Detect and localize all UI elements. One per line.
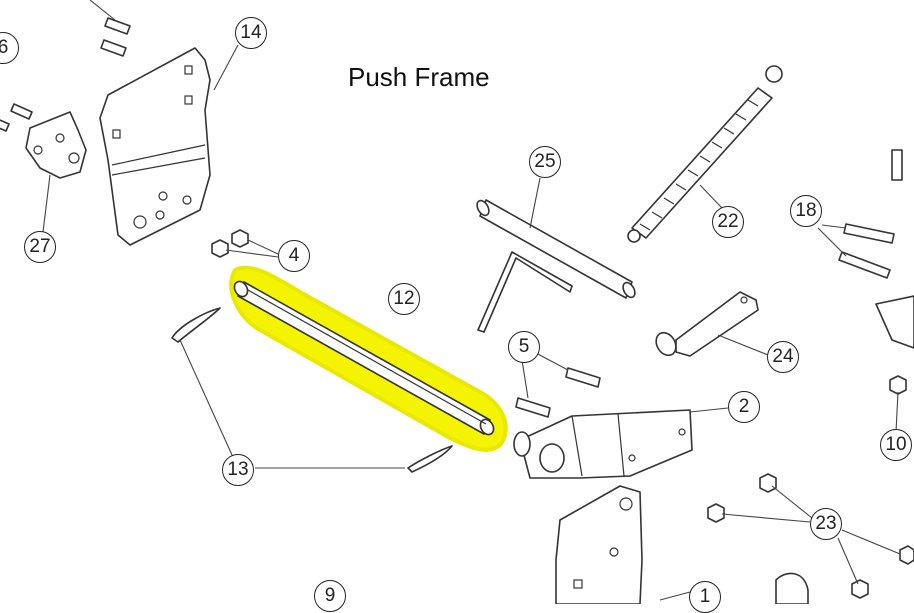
part-13-pins [171,307,453,473]
callout-22: 22 [712,206,744,238]
callout-23: 23 [810,508,842,540]
callout-24: 24 [767,341,799,373]
callout-14: 14 [235,17,267,49]
part-23-nuts [707,473,914,599]
callout-9: 9 [314,580,346,612]
callout-5: 5 [508,331,540,363]
part-22-spring [627,65,783,243]
part-24-lever [655,291,759,357]
callout-2: 2 [728,391,760,423]
bolts-top-left [0,0,131,132]
callout-13: 13 [222,454,254,486]
part-25-handle [476,199,636,333]
part-2-bracket [513,409,693,479]
part-1-frame [555,485,809,604]
callout-27: 27 [24,231,56,263]
callout-1: 1 [689,581,721,613]
part-14-bracket [99,47,211,246]
part-18-bolts [817,149,903,279]
page-title: Push Frame [348,62,490,92]
callout-18: 18 [790,195,822,227]
part-27-plate [25,111,87,179]
callout-10: 10 [880,429,912,461]
part-12-rod [233,280,495,436]
part-4-nuts [211,229,279,258]
callout-12: 12 [388,283,420,315]
part-5-bolts [515,351,601,418]
callout-4: 4 [278,240,310,272]
callout-25: 25 [529,146,561,178]
part-10-nut [875,295,914,433]
